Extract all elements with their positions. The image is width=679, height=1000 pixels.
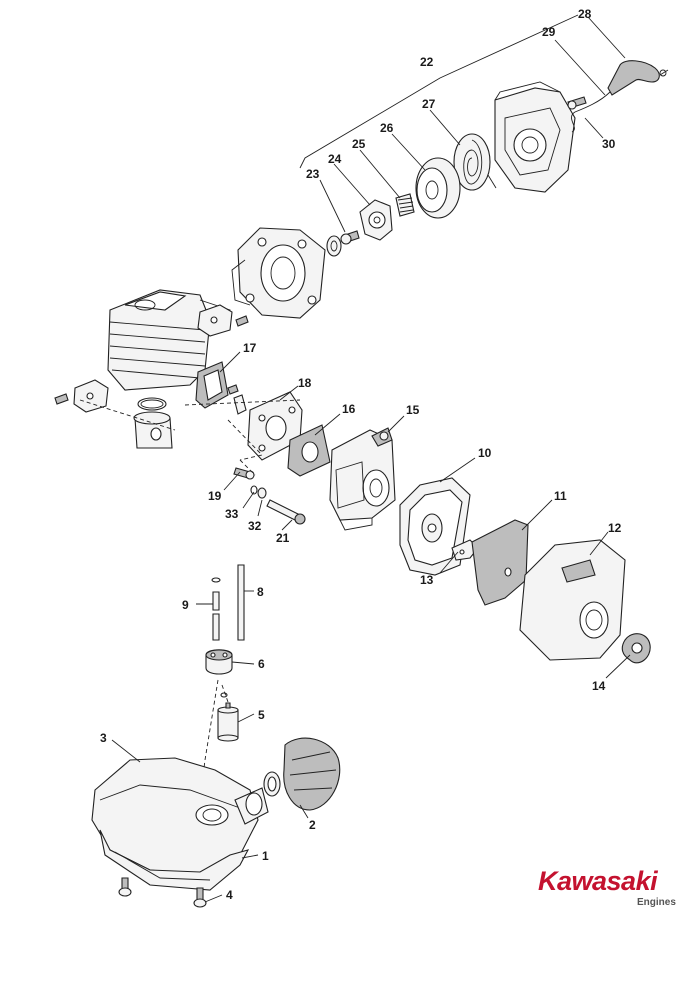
tank-grommet: [205, 649, 233, 675]
callout-12: 12: [608, 521, 622, 535]
small-oring: [220, 692, 228, 698]
callout-21: 21: [276, 531, 290, 545]
callout-3: 3: [100, 731, 107, 745]
callout-13: 13: [420, 573, 434, 587]
small-bolt-17: [227, 384, 239, 395]
fuel-line-8: [237, 564, 245, 641]
gasket-17: [195, 361, 229, 409]
leader-lines: [111, 16, 631, 903]
starter-group-bracket: [299, 14, 579, 169]
washer-33: [250, 485, 258, 495]
brand-tagline: Engines: [637, 897, 676, 908]
piston: [133, 411, 173, 449]
carburetor: [329, 427, 396, 531]
insulator-18: [247, 391, 303, 461]
callout-8: 8: [257, 585, 264, 599]
callout-14: 14: [592, 679, 606, 693]
callout-33: 33: [225, 507, 239, 521]
callout-4: 4: [226, 888, 233, 902]
callout-2: 2: [309, 818, 316, 832]
starter-rope: [570, 91, 611, 133]
callout-10: 10: [478, 446, 492, 460]
tank-screw-left: [118, 877, 132, 897]
fuel-line-9a: [212, 591, 220, 611]
gasket-16: [287, 424, 331, 477]
callout-30: 30: [602, 137, 616, 151]
callout-27: 27: [422, 97, 436, 111]
tank-screw-right: [193, 887, 207, 908]
fuel-filter: [217, 702, 239, 742]
starter-handle: [607, 60, 669, 96]
cylinder-plate-left-bolt: [54, 393, 69, 405]
clip-17: [233, 394, 247, 415]
ratchet-bolt: [340, 230, 360, 245]
cylinder-plate-top-bolt: [235, 315, 249, 327]
callout-32: 32: [248, 519, 262, 533]
callout-15: 15: [406, 403, 420, 417]
callout-25: 25: [352, 137, 366, 151]
air-filter-element: [471, 519, 529, 606]
cap-gasket: [263, 771, 281, 797]
recoil-spring: [453, 133, 497, 191]
callout-19: 19: [208, 489, 222, 503]
callout-1: 1: [262, 849, 269, 863]
callout-28: 28: [578, 7, 592, 21]
callout-17: 17: [243, 341, 257, 355]
ratchet: [359, 199, 393, 241]
callout-labels: 28 29 22 27 30 26 25 24 23 17 18 16 15 1…: [100, 7, 622, 902]
washer: [326, 235, 342, 257]
callout-11: 11: [554, 489, 567, 503]
cylinder-plate-top: [197, 304, 233, 337]
starter-pulley: [415, 157, 461, 219]
callout-9: 9: [182, 598, 189, 612]
pulley-spring: [395, 193, 415, 217]
washer-32: [257, 487, 267, 499]
crankcase: [231, 227, 326, 319]
callout-24: 24: [328, 152, 342, 166]
callout-5: 5: [258, 708, 265, 722]
callout-6: 6: [258, 657, 265, 671]
callout-16: 16: [342, 402, 356, 416]
cylinder: [107, 289, 231, 391]
brand-name: Kawasaki: [538, 866, 658, 896]
kawasaki-logo: Kawasaki Engines: [538, 866, 676, 908]
callout-22: 22: [420, 55, 434, 69]
cylinder-plate-left: [73, 379, 109, 413]
fuel-line-9b: [212, 613, 220, 641]
callout-18: 18: [298, 376, 312, 390]
tank-cap: [283, 737, 341, 811]
screw-19: [233, 467, 255, 480]
callout-23: 23: [306, 167, 320, 181]
long-bolt: [266, 499, 306, 525]
fuel-line-clip: [211, 577, 221, 583]
piston-ring: [137, 397, 167, 411]
callout-26: 26: [380, 121, 394, 135]
housing-screw: [567, 96, 587, 110]
air-filter-cover: [519, 539, 626, 661]
air-filter-base: [399, 477, 471, 576]
starter-housing: [494, 81, 576, 193]
fuel-tank: [91, 757, 269, 876]
tank-guard: [99, 829, 250, 891]
callout-29: 29: [542, 25, 556, 39]
